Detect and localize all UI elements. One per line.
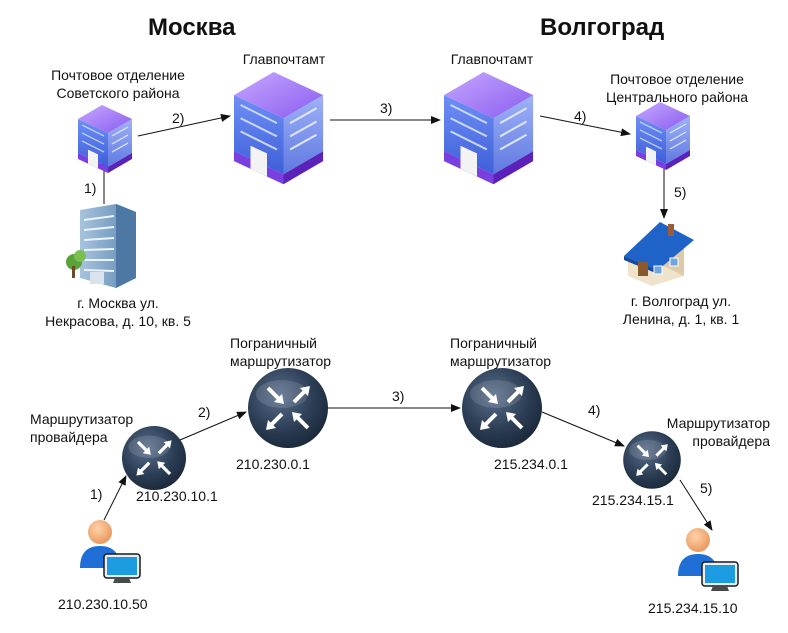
- label-sender-address: г. Москва ул.Некрасова, д. 10, кв. 5: [45, 295, 191, 329]
- ip-user-left: 210.230.10.50: [58, 596, 148, 612]
- net-arrow-2: [179, 411, 247, 441]
- postal-step-3: 3): [380, 100, 393, 116]
- net-step-2: 2): [198, 404, 211, 420]
- main-post-office-volgograd-icon: [443, 71, 535, 186]
- ip-provider-left: 210.230.10.1: [136, 488, 218, 504]
- net-step-3: 3): [392, 388, 405, 404]
- postal-arrow-4: [539, 115, 631, 137]
- ip-user-right: 215.234.15.10: [648, 600, 738, 616]
- net-arrow-5: [679, 479, 713, 531]
- label-gpo-moscow: Главпочтамт: [242, 51, 326, 67]
- post-office-central-icon: [635, 101, 691, 171]
- post-office-sovetsky-icon: [77, 104, 133, 174]
- ip-border-left: 210.230.0.1: [236, 456, 310, 472]
- house-icon: [624, 222, 694, 286]
- city-volgograd-title: Волгоград: [540, 14, 665, 41]
- main-post-office-moscow-icon: [233, 71, 325, 186]
- apartment-building-icon: [66, 204, 136, 288]
- user-left-icon: [79, 519, 141, 584]
- label-gpo-volgograd: Главпочтамт: [450, 51, 534, 67]
- net-arrow-4: [541, 411, 625, 447]
- net-step-4: 4): [588, 402, 601, 418]
- postal-arrow-2: [137, 114, 231, 137]
- border-router-right-icon: [460, 366, 544, 450]
- label-recipient-address: г. Волгоград ул.Ленина, д. 1, кв. 1: [622, 293, 740, 327]
- ip-provider-right: 215.234.15.1: [592, 492, 674, 508]
- postal-step-4: 4): [574, 108, 587, 124]
- user-right-icon: [677, 527, 739, 592]
- ip-border-right: 215.234.0.1: [494, 456, 568, 472]
- net-step-1: 1): [90, 486, 103, 502]
- border-router-left-icon: [246, 366, 330, 450]
- postal-step-2: 2): [172, 110, 185, 126]
- net-step-5: 5): [700, 480, 713, 496]
- postal-step-5: 5): [674, 184, 687, 200]
- net-arrow-1: [103, 475, 127, 521]
- postal-step-1: 1): [84, 180, 97, 196]
- city-moscow-title: Москва: [148, 14, 236, 41]
